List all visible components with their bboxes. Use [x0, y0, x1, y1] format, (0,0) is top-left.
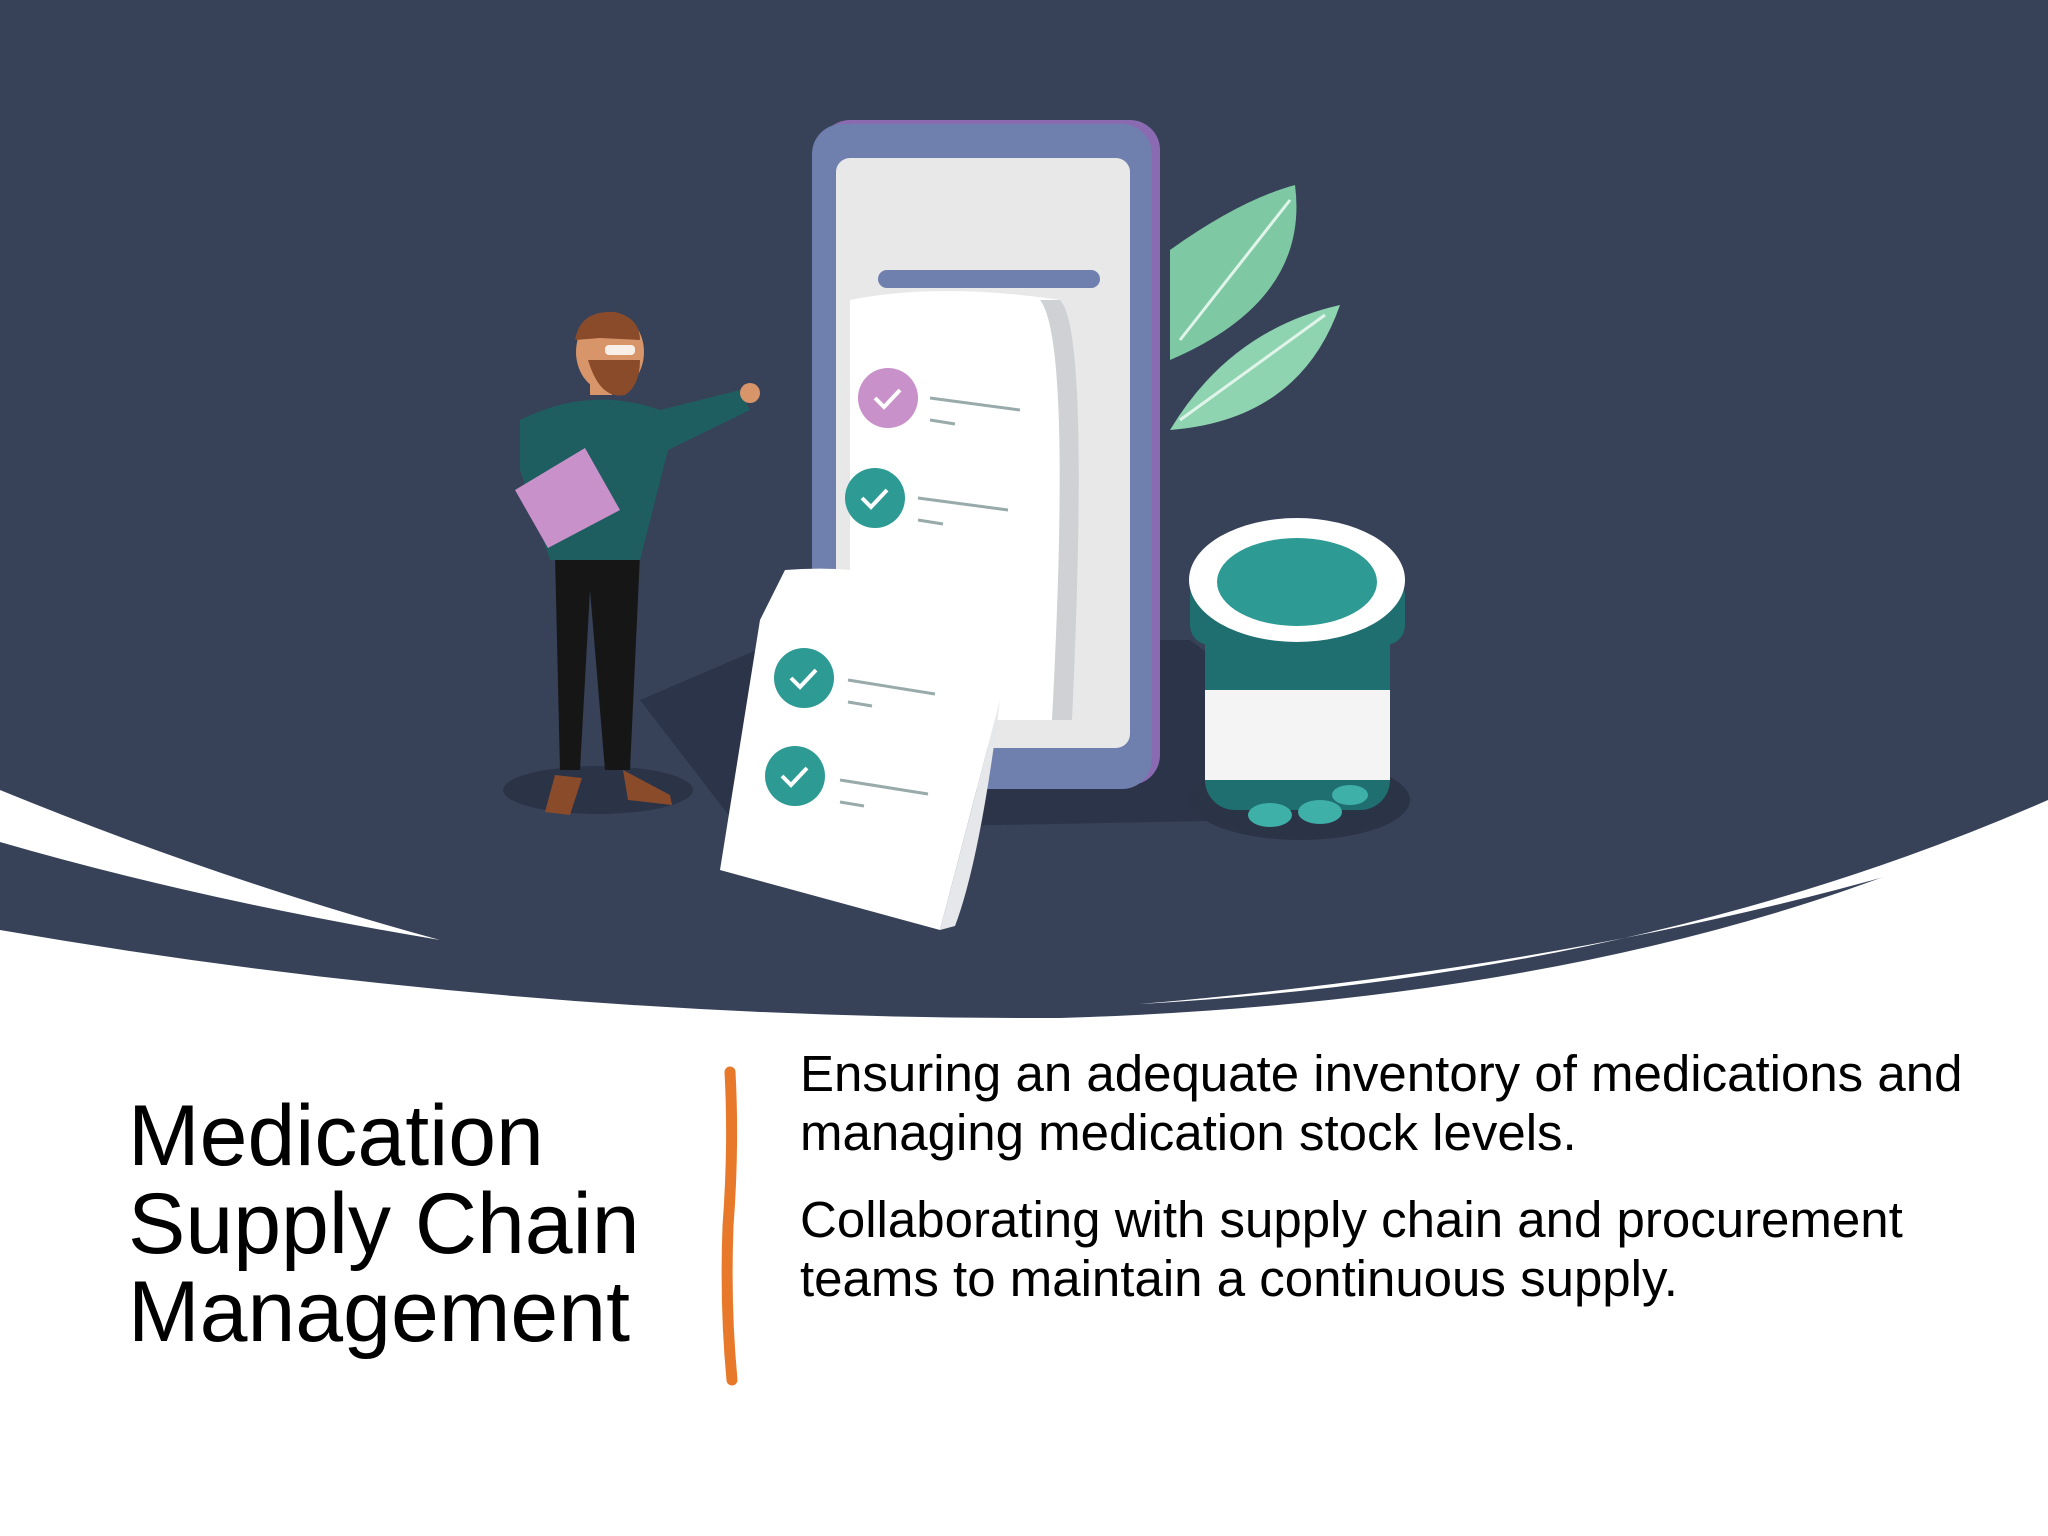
hero-banner [0, 0, 2048, 1019]
body-paragraph-2: Collaborating with supply chain and proc… [800, 1191, 1903, 1307]
body-paragraph-1: Ensuring an adequate inventory of medica… [800, 1045, 1963, 1161]
slide-body: Ensuring an adequate inventory of medica… [800, 1044, 1980, 1336]
swoosh-left [0, 790, 440, 940]
pharmacist-figure [503, 311, 760, 815]
title-line-3: Management [128, 1264, 630, 1360]
slide-title: Medication Supply Chain Management [128, 1092, 688, 1356]
leaves-decoration [1170, 185, 1340, 430]
pill-bottle [1189, 518, 1410, 840]
accent-divider [721, 1066, 738, 1386]
receipt-lower [720, 568, 1018, 930]
hero-illustration [0, 0, 2048, 1019]
title-line-2: Supply Chain [128, 1176, 640, 1272]
title-line-1: Medication [128, 1088, 544, 1184]
